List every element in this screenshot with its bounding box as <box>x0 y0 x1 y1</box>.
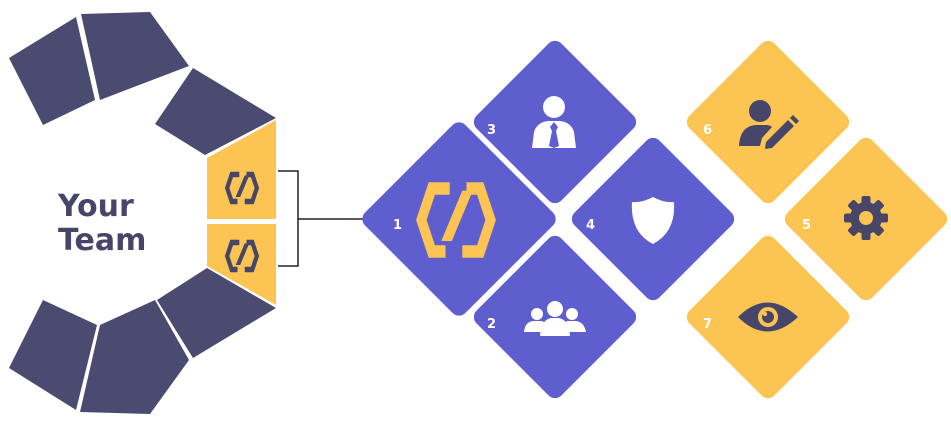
team-member-slot[interactable] <box>207 224 276 305</box>
tile-6-bg <box>686 40 850 204</box>
tile-2-number: 2 <box>487 317 496 332</box>
ring-segment-top-1 <box>9 17 95 125</box>
tile-1-number: 1 <box>393 218 402 233</box>
user-edit-icon <box>739 100 799 149</box>
tile-5[interactable]: 5 <box>781 134 951 304</box>
team-label-line2: Team <box>58 223 146 258</box>
ring-segment-bottom-3 <box>157 268 276 358</box>
team-label-line1: Your <box>57 189 134 224</box>
team-member-slot[interactable] <box>207 120 276 219</box>
tile-6[interactable]: 6 <box>683 37 853 207</box>
tile-5-number: 5 <box>802 218 811 233</box>
gear-icon <box>844 196 888 240</box>
tile-6-number: 6 <box>703 123 712 138</box>
team-ring <box>9 12 276 414</box>
tile-3[interactable]: 3 <box>470 37 640 207</box>
shield-icon <box>631 197 675 244</box>
tile-1[interactable]: 1 <box>359 119 560 320</box>
ring-segment-bottom-1 <box>9 300 97 410</box>
group-icon <box>524 301 586 336</box>
team-member-slot-bg <box>207 120 276 219</box>
tile-7-number: 7 <box>703 317 712 332</box>
businessman-icon <box>532 96 576 148</box>
tile-4[interactable]: 4 <box>568 134 738 304</box>
tile-3-number: 3 <box>487 123 496 138</box>
tile-7[interactable]: 7 <box>683 232 853 402</box>
ring-segment-bottom-2 <box>80 300 189 414</box>
eye-icon <box>738 302 798 332</box>
team-member-slot-bg <box>207 224 276 305</box>
ring-segment-top-2 <box>81 12 189 100</box>
tile-4-number: 4 <box>586 218 595 233</box>
connector-bracket <box>278 170 373 267</box>
tile-2[interactable]: 2 <box>470 232 640 402</box>
ring-segment-top-3 <box>155 68 276 155</box>
